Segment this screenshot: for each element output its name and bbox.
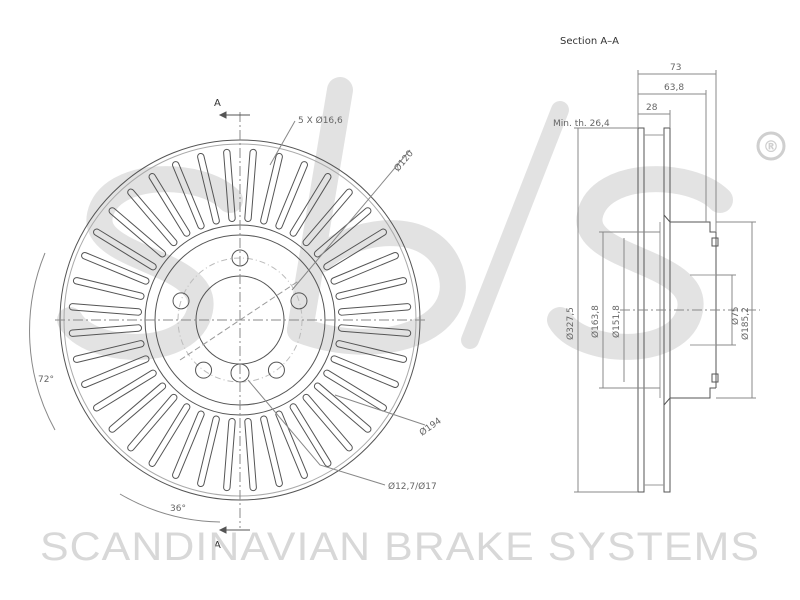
section-marker-a-top: A [214, 98, 221, 109]
cooling-vane [81, 252, 150, 285]
cooling-vane [93, 228, 157, 271]
hat-small-step-bottom [711, 373, 719, 383]
leader-194 [334, 394, 426, 426]
hat-profile-lower [663, 387, 716, 406]
cooling-vane [313, 382, 372, 433]
cooling-vane [197, 152, 220, 225]
cooling-vane [275, 410, 308, 479]
dia-163-8-label: Ø163,8 [590, 305, 601, 338]
registered-mark: ® [756, 131, 786, 161]
hat-profile-upper [663, 214, 716, 233]
bolt-holes-label: 5 X Ø16,6 [298, 115, 343, 126]
cooling-vane [302, 188, 353, 247]
cooling-vane [172, 410, 205, 479]
cooling-vane [275, 161, 308, 230]
front-view [29, 111, 426, 534]
hole-label: Ø12,7/Ø17 [388, 481, 437, 492]
bolt-hole [290, 292, 308, 310]
diagonal-center-line [179, 279, 301, 361]
cooling-vane [68, 303, 142, 316]
cooling-vane [244, 418, 257, 492]
bolt-hole [172, 292, 190, 310]
cooling-vane [72, 277, 145, 300]
cooling-vane [289, 403, 332, 467]
cooling-vane [330, 355, 399, 388]
leader-hole [247, 379, 386, 486]
dia-151-8-label: Ø151,8 [611, 305, 622, 338]
cooling-vane [244, 148, 257, 222]
angle-72-label: 72° [38, 375, 54, 385]
dia-185-2-label: Ø185,2 [740, 307, 751, 340]
angle-72-arc [29, 252, 56, 431]
cooling-vane [302, 393, 353, 452]
cooling-vane [148, 403, 191, 467]
cooling-vane [338, 324, 412, 337]
section-marker-bottom [218, 526, 250, 534]
cooling-vane [260, 152, 283, 225]
watermark-tagline: SCANDINAVIAN BRAKE SYSTEMS [40, 525, 760, 569]
cooling-vane [93, 369, 157, 412]
bolt-holes [172, 249, 308, 379]
cooling-vane [72, 340, 145, 363]
cooling-vane [68, 324, 142, 337]
dim-73-label: 73 [670, 63, 681, 73]
leader-pcd [291, 149, 411, 291]
cooling-vane [335, 277, 408, 300]
cooling-vane [197, 415, 220, 488]
cooling-vane [127, 393, 178, 452]
cooling-vane [313, 207, 372, 258]
cooling-vane [108, 382, 167, 433]
cooling-vane [289, 173, 332, 237]
dim-63-8-label: 63,8 [664, 83, 684, 93]
cooling-vane [223, 418, 236, 492]
bolt-hole [195, 361, 213, 379]
cooling-vane [260, 415, 283, 488]
cooling-vane [148, 173, 191, 237]
cooling-vane [338, 303, 412, 316]
registered-mark-text: ® [763, 137, 779, 156]
dim-28-label: 28 [646, 103, 658, 113]
cooling-vane [223, 148, 236, 222]
cooling-vane [81, 355, 150, 388]
hat-small-step-top [711, 237, 719, 247]
cooling-vane [323, 228, 387, 271]
bolt-hole [267, 361, 285, 379]
cooling-vane [330, 252, 399, 285]
pcd-label: Ø120 [392, 148, 416, 174]
section-title: Section A–A [560, 36, 619, 47]
cooling-vane [127, 188, 178, 247]
cooling-vane [108, 207, 167, 258]
section-view [574, 70, 760, 493]
cooling-vane [335, 340, 408, 363]
dia-194-label: Ø194 [417, 415, 443, 438]
cooling-vanes [68, 148, 412, 492]
sbs-watermark-logo [57, 77, 733, 360]
section-marker-top [218, 111, 250, 119]
cooling-vane [323, 369, 387, 412]
angle-36-label: 36° [170, 504, 186, 514]
dia-327-5-label: Ø327,5 [565, 307, 576, 340]
leader-bolt-holes [269, 120, 296, 166]
cooling-vane [172, 161, 205, 230]
min-thickness-label: Min. th. 26,4 [553, 119, 610, 129]
dia-75-label: Ø75 [730, 306, 741, 325]
section-marker-a-bottom: A [214, 540, 221, 551]
angle-36-arc [119, 493, 221, 523]
